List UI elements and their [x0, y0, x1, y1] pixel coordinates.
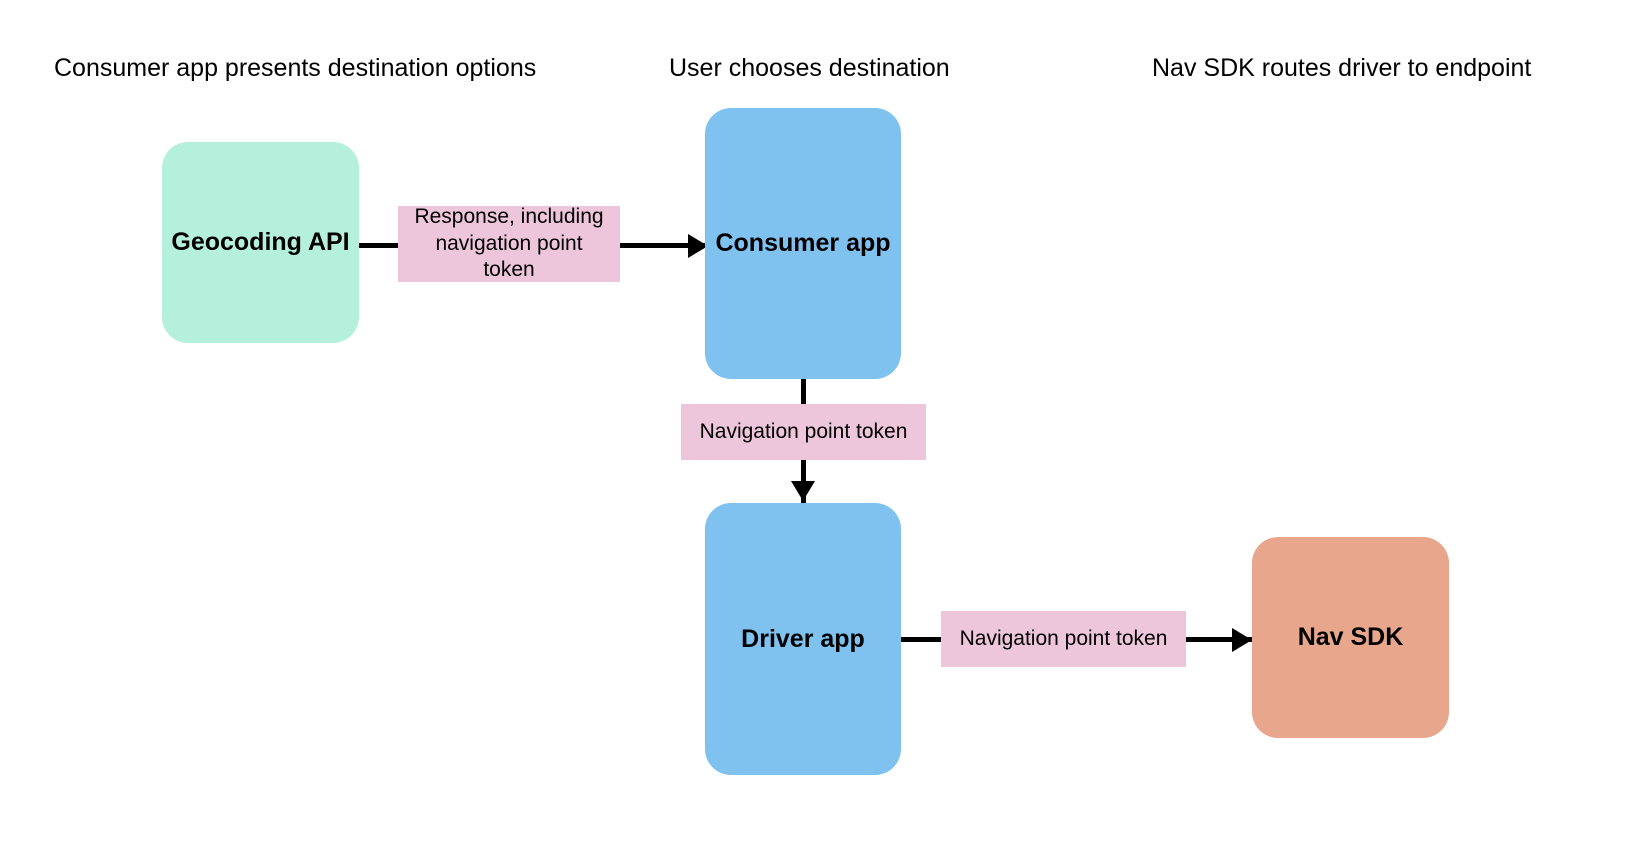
edge-label-response-including-navigation-point-token: Response, including navigation point tok… — [398, 205, 620, 282]
node-nav-sdk-label: Nav SDK — [1297, 623, 1404, 652]
node-consumer-app-label: Consumer app — [715, 229, 891, 258]
arrowhead-consumer-to-driver — [791, 481, 815, 501]
node-driver-app[interactable]: Driver app — [705, 503, 901, 775]
node-driver-app-label: Driver app — [741, 624, 865, 653]
header-user-chooses-destination: User chooses destination — [669, 54, 950, 82]
node-geocoding-api-label: Geocoding API — [171, 228, 350, 257]
header-nav-sdk-routes: Nav SDK routes driver to endpoint — [1152, 54, 1532, 82]
node-nav-sdk[interactable]: Nav SDK — [1252, 537, 1449, 738]
edge-label-navigation-point-token-horizontal: Navigation point token — [941, 611, 1186, 667]
arrowhead-geocoding-to-consumer — [688, 234, 708, 258]
edge-label-navigation-point-token-vertical: Navigation point token — [681, 404, 926, 460]
node-geocoding-api[interactable]: Geocoding API — [162, 142, 359, 343]
node-consumer-app[interactable]: Consumer app — [705, 108, 901, 379]
arrowhead-driver-to-navsdk — [1232, 628, 1252, 652]
header-consumer-app: Consumer app presents destination option… — [54, 54, 537, 82]
